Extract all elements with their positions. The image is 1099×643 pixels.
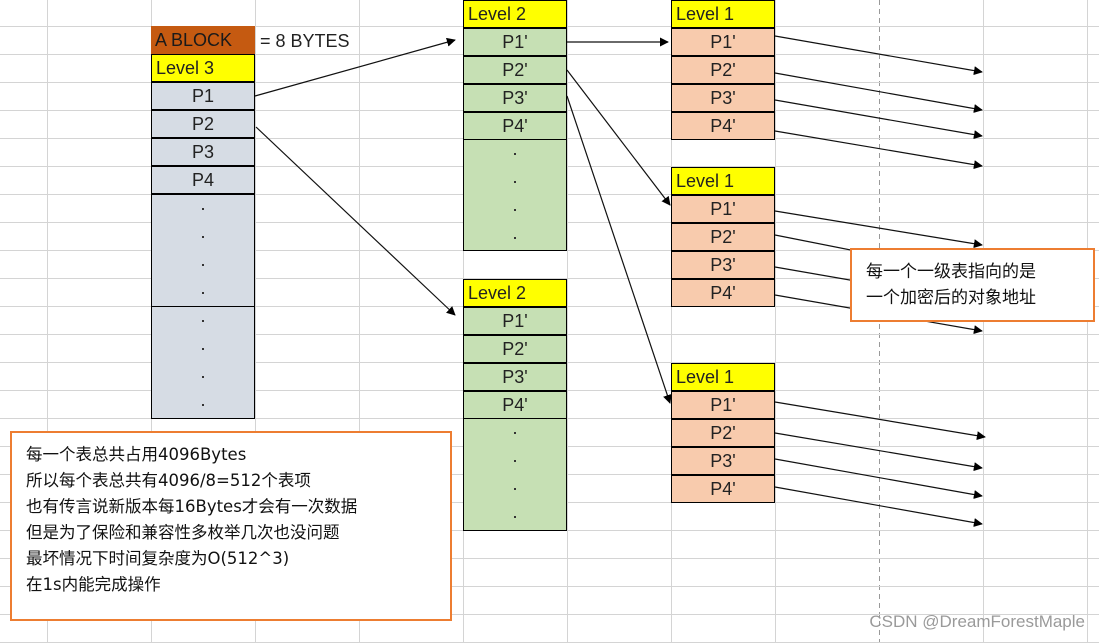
pointer-arrow bbox=[774, 99, 983, 140]
level1-entry: P4' bbox=[671, 279, 775, 307]
level1-header: Level 1 bbox=[671, 167, 775, 195]
ellipsis-dot bbox=[514, 209, 516, 211]
level2-entry: P2' bbox=[463, 335, 567, 363]
level2-entry: P3' bbox=[463, 363, 567, 391]
level2-header: Level 2 bbox=[463, 279, 567, 307]
level2-header: Level 2 bbox=[463, 0, 567, 28]
note-line: 也有传言说新版本每16Bytes才会有一次数据 bbox=[26, 497, 358, 516]
level1-entry: P1' bbox=[671, 195, 775, 223]
pointer-arrow bbox=[774, 130, 983, 170]
level3-entry: P4 bbox=[151, 166, 255, 194]
block-legend-swatch: A BLOCK bbox=[151, 26, 255, 54]
pointer-arrow bbox=[774, 35, 983, 76]
note-line: 但是为了保险和兼容性多枚举几次也没问题 bbox=[26, 523, 340, 542]
level2-entry: P2' bbox=[463, 56, 567, 84]
level3-ellipsis-group bbox=[151, 306, 255, 419]
pointer-arrow bbox=[774, 72, 983, 114]
ellipsis-dot bbox=[514, 516, 516, 518]
block-size-label: = 8 BYTES bbox=[260, 31, 350, 51]
ellipsis-dot bbox=[202, 320, 204, 322]
level1-header: Level 1 bbox=[671, 363, 775, 391]
level1-entry: P2' bbox=[671, 223, 775, 251]
watermark: CSDN @DreamForestMaple bbox=[869, 612, 1085, 631]
pointer-arrow bbox=[774, 458, 983, 500]
ellipsis-dot bbox=[202, 292, 204, 294]
level1-entry: P3' bbox=[671, 251, 775, 279]
pointer-arrow bbox=[774, 401, 986, 441]
ellipsis-dot bbox=[514, 488, 516, 490]
level2-entry: P1' bbox=[463, 28, 567, 56]
note-line: 每一个一级表指向的是 bbox=[866, 262, 1036, 282]
ellipsis-dot bbox=[202, 404, 204, 406]
level3-ellipsis-group bbox=[151, 194, 255, 307]
main-note-textbox: 每一个表总共占用4096Bytes 所以每个表总共有4096/8=512个表项 … bbox=[10, 431, 452, 621]
note-line: 一个加密后的对象地址 bbox=[866, 288, 1036, 308]
level2-entry: P4' bbox=[463, 391, 567, 419]
note-line: 所以每个表总共有4096/8=512个表项 bbox=[26, 471, 311, 490]
pointer-arrow bbox=[774, 432, 983, 472]
note-line: 每一个表总共占用4096Bytes bbox=[26, 445, 247, 464]
level3-header: Level 3 bbox=[151, 54, 255, 82]
level2-entry: P3' bbox=[463, 84, 567, 112]
level1-entry: P4' bbox=[671, 112, 775, 140]
ellipsis-dot bbox=[514, 181, 516, 183]
ellipsis-dot bbox=[202, 236, 204, 238]
level1-note-textbox: 每一个一级表指向的是 一个加密后的对象地址 bbox=[850, 248, 1095, 322]
ellipsis-dot bbox=[514, 460, 516, 462]
level3-entry: P3 bbox=[151, 138, 255, 166]
pointer-arrow bbox=[774, 210, 983, 249]
ellipsis-dot bbox=[202, 208, 204, 210]
ellipsis-dot bbox=[514, 237, 516, 239]
level2-ellipsis-group bbox=[463, 139, 567, 251]
level1-entry: P2' bbox=[671, 419, 775, 447]
level1-entry: P4' bbox=[671, 475, 775, 503]
level3-entry: P2 bbox=[151, 110, 255, 138]
ellipsis-dot bbox=[202, 348, 204, 350]
level1-entry: P3' bbox=[671, 84, 775, 112]
pointer-arrow bbox=[254, 37, 456, 97]
level2-entry: P1' bbox=[463, 307, 567, 335]
pointer-arrow bbox=[774, 486, 983, 528]
level3-entry: P1 bbox=[151, 82, 255, 110]
level1-header: Level 1 bbox=[671, 0, 775, 28]
level1-entry: P2' bbox=[671, 56, 775, 84]
ellipsis-dot bbox=[514, 153, 516, 155]
ellipsis-dot bbox=[514, 432, 516, 434]
level1-entry: P1' bbox=[671, 391, 775, 419]
level1-entry: P1' bbox=[671, 28, 775, 56]
level1-entry: P3' bbox=[671, 447, 775, 475]
note-line: 最坏情况下时间复杂度为O(512^3) bbox=[26, 549, 290, 568]
level2-ellipsis-group bbox=[463, 418, 567, 531]
pointer-arrow bbox=[255, 126, 456, 316]
note-line: 在1s内能完成操作 bbox=[26, 575, 161, 594]
pointer-arrow bbox=[566, 95, 672, 404]
pointer-arrow bbox=[566, 69, 671, 206]
ellipsis-dot bbox=[202, 264, 204, 266]
ellipsis-dot bbox=[202, 376, 204, 378]
